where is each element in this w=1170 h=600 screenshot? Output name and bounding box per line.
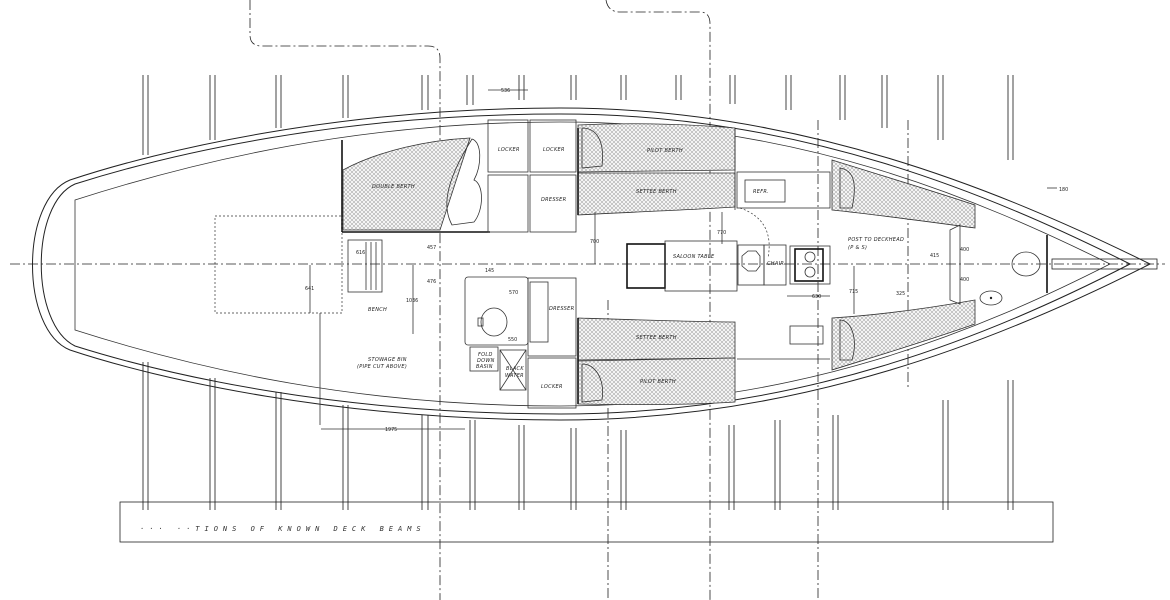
dim-325: 325: [896, 291, 905, 297]
forward-cabin: [831, 159, 1048, 371]
dim-457: 457: [427, 245, 436, 251]
label-locker-bottom: LOCKER: [541, 384, 563, 390]
dim-180: 180: [1059, 187, 1068, 193]
saloon-table-area: SALOON TABLE CHAIR POST TO DECKHEAD (P &…: [626, 237, 904, 292]
dim-536: 536: [501, 88, 510, 94]
routing-lines: [249, 0, 909, 600]
dim-715: 715: [849, 289, 858, 295]
lower-lockers: DRESSER LOCKER: [527, 277, 577, 409]
deck-beams-legend: ··· ··TIONS OF KNOWN DECK BEAMS: [119, 501, 1054, 543]
label-pilot-berth-top: PILOT BERTH: [647, 148, 683, 154]
label-basin: BASIN: [476, 364, 493, 370]
beams-bottom: [142, 362, 1014, 510]
label-post-line1: POST TO DECKHEAD: [848, 237, 904, 243]
dim-476: 476: [427, 279, 436, 285]
lower-saloon-berths: SETTEE BERTH PILOT BERTH: [577, 317, 830, 405]
label-refr: REFR.: [753, 189, 769, 195]
label-bench: BENCH: [368, 307, 387, 313]
label-saloon-table: SALOON TABLE: [673, 254, 715, 260]
dim-550: 550: [508, 337, 517, 343]
label-dresser-top: DRESSER: [541, 197, 566, 203]
dimensions: 536 180 700 770 630 715 325 415 400 400 …: [305, 88, 1068, 433]
dim-770: 770: [717, 230, 726, 236]
upper-lockers: LOCKER LOCKER DRESSER: [487, 119, 577, 233]
dim-630: 630: [812, 294, 821, 300]
dim-616: 616: [356, 250, 365, 256]
label-stowage-line1: STOWAGE BIN: [368, 357, 407, 363]
beams-top: [142, 75, 1014, 160]
dim-1975: 1975: [385, 427, 397, 433]
upper-saloon-berths: PILOT BERTH SETTEE BERTH: [577, 123, 736, 216]
head-compartment: FOLD DOWN BASIN BLACK WATER: [464, 276, 529, 391]
dim-570: 570: [509, 290, 518, 296]
label-black: BLACK: [506, 366, 524, 372]
dim-415: 415: [930, 253, 939, 259]
legend-title: ··· ··TIONS OF KNOWN DECK BEAMS: [140, 525, 426, 533]
galley-upper: REFR.: [736, 171, 831, 259]
label-locker-2: LOCKER: [543, 147, 565, 153]
label-pilot-berth-bottom: PILOT BERTH: [640, 379, 676, 385]
deck-beams: [142, 75, 1014, 510]
dim-145: 145: [485, 268, 494, 274]
label-fold: FOLD: [478, 352, 493, 358]
label-stowage-line2: (PIPE CUT ABOVE): [357, 364, 407, 370]
aft-area: BENCH STOWAGE BIN (PIPE CUT ABOVE): [214, 215, 407, 425]
label-post-line2: (P & S): [848, 245, 867, 251]
dim-1036: 1036: [406, 298, 418, 304]
dim-641: 641: [305, 286, 314, 292]
label-double-berth: DOUBLE BERTH: [372, 184, 415, 190]
label-water: WATER: [505, 373, 524, 379]
double-berth-cabin: DOUBLE BERTH: [341, 137, 490, 233]
label-down: DOWN: [477, 358, 495, 364]
label-locker-1: LOCKER: [498, 147, 520, 153]
dim-700: 700: [590, 239, 599, 245]
label-settee-berth-bottom: SETTEE BERTH: [636, 335, 677, 341]
bowsprit: [1051, 258, 1158, 270]
dim-400a: 400: [960, 247, 969, 253]
dim-400b: 400: [960, 277, 969, 283]
label-dresser-mid: DRESSER: [549, 306, 574, 312]
label-settee-berth-top: SETTEE BERTH: [636, 189, 677, 195]
label-chair: CHAIR: [767, 261, 784, 267]
